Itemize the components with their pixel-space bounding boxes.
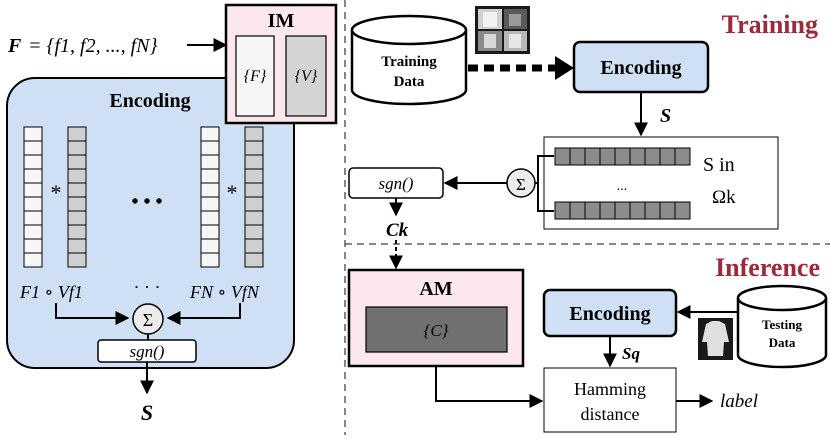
testing-data-cylinder: Testing Data [736,284,828,369]
sgn-label-left: sgn() [130,342,165,361]
svg-text:Testing: Testing [762,317,802,332]
hamming-label-1: Hamming [574,379,646,399]
multiply-symbol-1: * [51,180,62,205]
ellipsis-dots: • • • [131,191,162,213]
s-symbol-training: S [660,105,671,127]
feature-hypervector-1 [23,126,43,268]
hamming-label-2: distance [581,404,640,424]
im-f-store [235,35,275,117]
feature-set-label: F = {f1, f2, ..., fN} [7,35,158,57]
output-symbol-left: S [141,400,153,425]
sq-symbol: Sq [622,344,640,363]
training-title: Training [722,10,818,39]
im-title: IM [268,10,295,32]
am-to-hamming [435,366,544,408]
inference-title: Inference [715,253,820,282]
training-images-thumbnail [475,6,530,54]
im-v-set: {V} [295,68,318,85]
sgn-label-training: sgn() [379,174,414,193]
sum-symbol-left: Σ [143,310,153,330]
bind-label-1: F1 ∘ Vf1 [19,282,83,302]
am-class-store [365,306,508,353]
am-title: AM [419,278,452,300]
svg-text:F: F [7,35,22,57]
value-hypervector-n [244,126,264,268]
sum-symbol-training: Σ [516,175,526,194]
svg-text:= {f1, f2, ..., fN}: = {f1, f2, ..., fN} [28,35,158,57]
training-data-arrowhead [555,56,574,80]
feature-hypervector-n [200,126,220,268]
training-data-cylinder: Training Data [350,14,468,106]
encoding-label-training: Encoding [600,57,681,79]
im-v-store [285,35,327,117]
multiply-symbol-n: * [227,180,238,205]
ck-symbol: Ck [386,220,409,241]
im-f-set: {F} [244,68,267,85]
class-hypervector-first [554,147,691,166]
testing-image-thumbnail [698,318,733,360]
class-dots: ... [617,179,628,194]
bind-dots: · · · [134,277,161,297]
hypervector-columns [23,126,264,268]
svg-text:Training: Training [381,54,437,70]
encoding-label-inference: Encoding [569,303,650,325]
bind-arrow-n [166,303,241,325]
value-hypervector-1 [67,126,87,268]
class-label-omega: Ωk [712,187,736,208]
class-hypervectors [554,147,691,220]
svg-text:Data: Data [394,74,425,90]
class-label: S in [703,154,735,176]
class-hypervector-last [554,201,691,220]
svg-text:Data: Data [769,335,796,350]
bind-arrow-1 [55,303,130,325]
am-class-set: {C} [424,321,449,340]
bind-label-n: FN ∘ VfN [189,282,260,302]
label-output: label [720,391,758,412]
encoding-title-left: Encoding [109,90,190,112]
